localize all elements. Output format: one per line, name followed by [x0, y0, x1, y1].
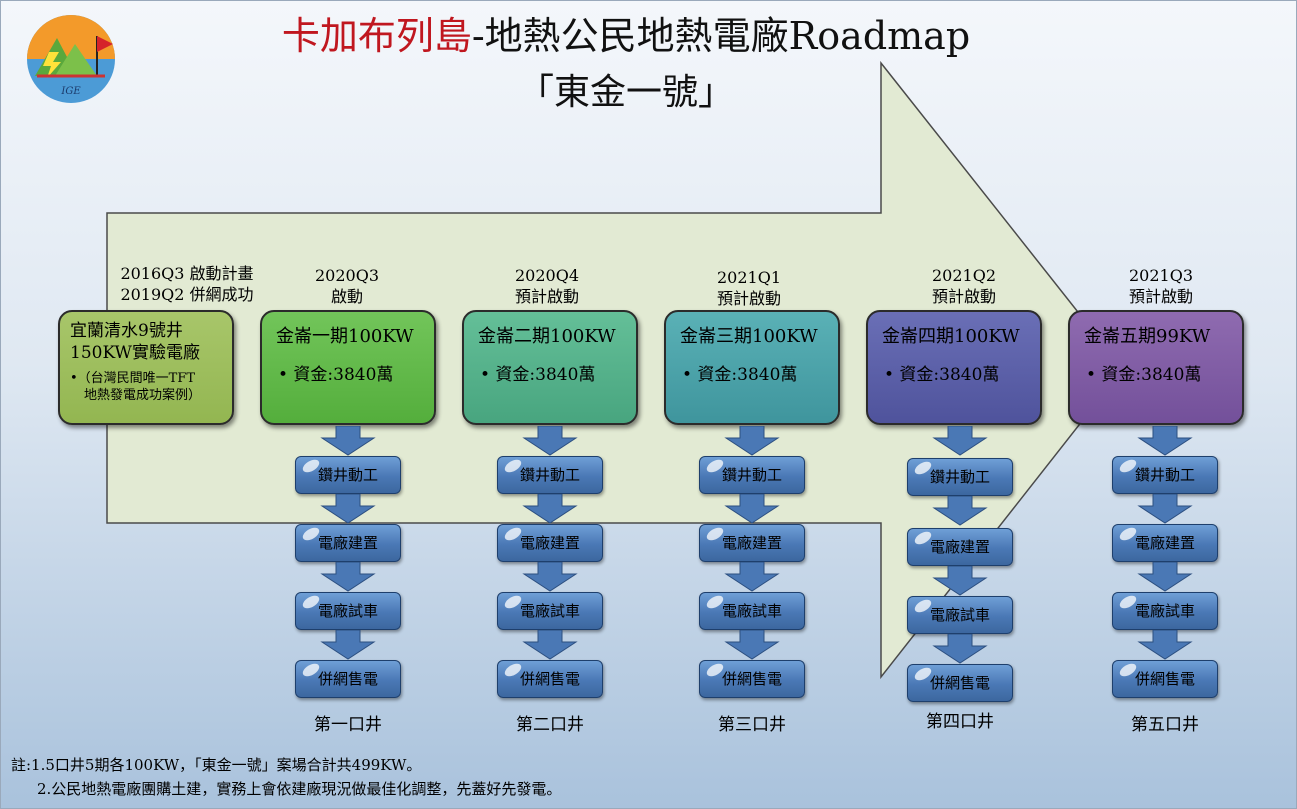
phase-5-dates: 2021Q3 預計啟動	[1101, 265, 1221, 307]
step-2-phase-2: 電廠建置	[497, 524, 603, 562]
step-2-phase-5: 電廠建置	[1112, 524, 1218, 562]
origin-note-line2: 地熱發電成功案例）	[84, 388, 202, 403]
phase-5-quarter: 2021Q3	[1128, 266, 1193, 285]
phase-4-quarter: 2021Q2	[931, 266, 996, 285]
origin-plant-box: 宜蘭清水9號井 150KW實驗電廠 •（台灣民間唯一TFT 地熱發電成功案例）	[58, 310, 234, 425]
page-title: 卡加布列島-地熱公民地熱電廠Roadmap	[121, 5, 1131, 60]
title-rest: -地熱公民地熱電廠Roadmap	[471, 14, 971, 58]
down-arrow-icon	[932, 426, 988, 456]
phase-5-status: 預計啟動	[1128, 287, 1193, 306]
phase-1-fund: • 資金:3840萬	[278, 365, 394, 385]
phase-3-quarter: 2021Q1	[716, 268, 781, 287]
phase-2-box: 金崙二期100KW • 資金:3840萬	[462, 310, 638, 425]
well-1-label: 第一口井	[314, 715, 382, 735]
phase-5-box: 金崙五期99KW • 資金:3840萬	[1068, 310, 1244, 425]
phase-2-dates: 2020Q4 預計啟動	[487, 265, 607, 307]
step-4-phase-5: 併網售電	[1112, 660, 1218, 698]
well-5-label: 第五口井	[1131, 715, 1199, 735]
phase-2-quarter: 2020Q4	[514, 266, 579, 285]
phase-3-dates: 2021Q1 預計啟動	[689, 267, 809, 309]
down-arrow-icon	[320, 426, 376, 456]
phase-1-box: 金崙一期100KW • 資金:3840萬	[260, 310, 436, 425]
phase-3-status: 預計啟動	[716, 289, 781, 308]
down-arrow-icon	[724, 426, 780, 456]
phase-2-fund: • 資金:3840萬	[480, 365, 596, 385]
step-1-phase-2: 鑽井動工	[497, 456, 603, 494]
down-arrow-icon	[320, 494, 376, 524]
step-3-phase-4: 電廠試車	[907, 596, 1013, 634]
down-arrow-icon	[522, 426, 578, 456]
step-3-phase-5: 電廠試車	[1112, 592, 1218, 630]
step-1-phase-3: 鑽井動工	[699, 456, 805, 494]
footnotes: 註:1.5口井5期各100KW，「東金一號」案場合計共499KW。 2.公民地熱…	[11, 753, 561, 801]
step-4-phase-3: 併網售電	[699, 660, 805, 698]
origin-note-line1: •（台灣民間唯一TFT	[70, 371, 196, 386]
phase-4-name: 金崙四期100KW	[882, 326, 1020, 347]
phase-4-box: 金崙四期100KW • 資金:3840萬	[866, 310, 1042, 425]
origin-dates: 2016Q3 啟動計畫 2019Q2 併網成功	[105, 263, 269, 305]
footnote-2: 2.公民地熱電廠團購土建，實務上會依建廠現況做最佳化調整，先蓋好先發電。	[37, 780, 562, 798]
step-1-phase-1: 鑽井動工	[295, 456, 401, 494]
phase-5-name: 金崙五期99KW	[1084, 326, 1211, 347]
phase-5-fund: • 資金:3840萬	[1086, 365, 1202, 385]
phase-1-name: 金崙一期100KW	[276, 326, 414, 347]
down-arrow-icon	[932, 566, 988, 596]
down-arrow-icon	[522, 494, 578, 524]
down-arrow-icon	[932, 634, 988, 664]
phase-3-fund: • 資金:3840萬	[682, 365, 798, 385]
step-1-phase-5: 鑽井動工	[1112, 456, 1218, 494]
phase-1-dates: 2020Q3 啟動	[287, 265, 407, 307]
down-arrow-icon	[724, 630, 780, 660]
phase-2-name: 金崙二期100KW	[478, 326, 616, 347]
down-arrow-icon	[724, 562, 780, 592]
step-3-phase-2: 電廠試車	[497, 592, 603, 630]
down-arrow-icon	[932, 496, 988, 526]
phase-3-box: 金崙三期100KW • 資金:3840萬	[664, 310, 840, 425]
down-arrow-icon	[320, 630, 376, 660]
step-2-phase-1: 電廠建置	[295, 524, 401, 562]
well-4-label: 第四口井	[926, 712, 994, 732]
phase-4-status: 預計啟動	[931, 287, 996, 306]
step-4-phase-1: 併網售電	[295, 660, 401, 698]
down-arrow-icon	[522, 630, 578, 660]
step-1-phase-4: 鑽井動工	[907, 458, 1013, 496]
phase-2-status: 預計啟動	[514, 287, 579, 306]
origin-date-grid: 2019Q2 併網成功	[120, 285, 254, 304]
down-arrow-icon	[1137, 630, 1193, 660]
step-4-phase-4: 併網售電	[907, 664, 1013, 702]
well-2-label: 第二口井	[516, 715, 584, 735]
down-arrow-icon	[724, 494, 780, 524]
phase-4-dates: 2021Q2 預計啟動	[904, 265, 1024, 307]
origin-title-line2: 150KW實驗電廠	[70, 343, 201, 363]
footnote-1: 註:1.5口井5期各100KW，「東金一號」案場合計共499KW。	[11, 756, 422, 774]
phase-3-name: 金崙三期100KW	[680, 326, 818, 347]
down-arrow-icon	[320, 562, 376, 592]
phase-4-fund: • 資金:3840萬	[884, 365, 1000, 385]
phase-1-status: 啟動	[330, 287, 363, 306]
origin-date-start: 2016Q3 啟動計畫	[120, 264, 254, 283]
down-arrow-icon	[1137, 494, 1193, 524]
phase-1-quarter: 2020Q3	[314, 266, 379, 285]
step-4-phase-2: 併網售電	[497, 660, 603, 698]
origin-title-line1: 宜蘭清水9號井	[70, 321, 183, 341]
step-3-phase-1: 電廠試車	[295, 592, 401, 630]
down-arrow-icon	[522, 562, 578, 592]
ige-logo: IGE	[27, 15, 115, 103]
step-2-phase-4: 電廠建置	[907, 528, 1013, 566]
logo-text: IGE	[60, 86, 81, 97]
page-subtitle: 「東金一號」	[517, 72, 734, 113]
down-arrow-icon	[1137, 426, 1193, 456]
step-3-phase-3: 電廠試車	[699, 592, 805, 630]
well-3-label: 第三口井	[718, 715, 786, 735]
title-highlight: 卡加布列島	[281, 14, 472, 58]
down-arrow-icon	[1137, 562, 1193, 592]
step-2-phase-3: 電廠建置	[699, 524, 805, 562]
